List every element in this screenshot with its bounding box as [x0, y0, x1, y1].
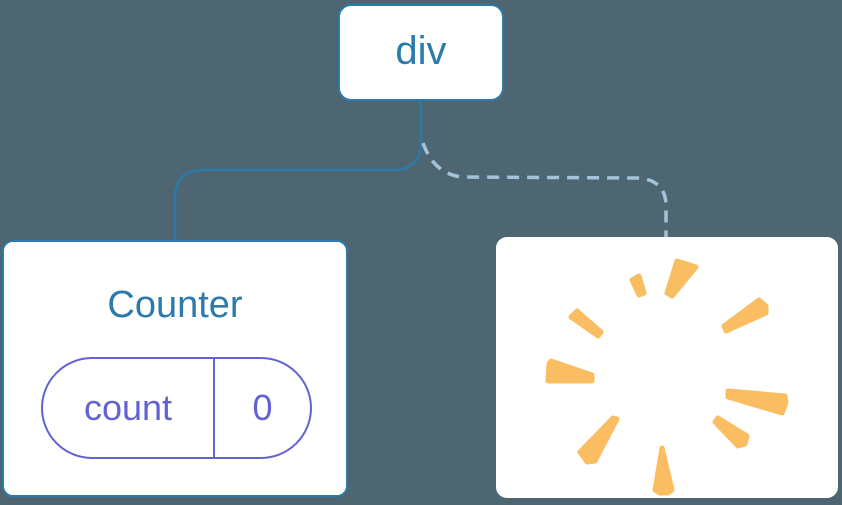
state-value-cell: 0: [215, 359, 310, 457]
state-key: count: [83, 387, 173, 428]
state-value: 0: [252, 387, 273, 428]
counter-title: Counter: [107, 284, 243, 326]
poof-card: [496, 237, 838, 498]
counter-card: Counter count 0: [2, 240, 348, 497]
dashed-connector: [421, 142, 668, 237]
solid-connector: [173, 101, 423, 240]
state-key-cell: count: [43, 359, 215, 457]
root-node: div: [338, 4, 504, 101]
poof-burst-icon: [545, 258, 789, 496]
root-node-label: div: [395, 28, 447, 73]
state-pill: count 0: [41, 357, 312, 459]
